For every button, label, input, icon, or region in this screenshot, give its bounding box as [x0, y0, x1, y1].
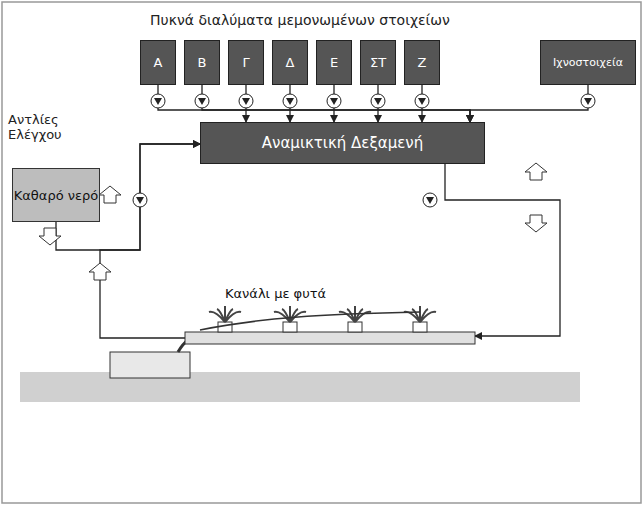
- node-text: Καθαρό νερό: [14, 188, 98, 203]
- pump-symbol: [133, 193, 147, 207]
- solution-tank: Ε: [316, 40, 352, 85]
- node-text: Κανάλι με φυτά: [225, 286, 326, 301]
- solution-tank: ΣΤ: [360, 40, 396, 85]
- plant-channel: Κανάλι με φυτά: [185, 286, 475, 344]
- pump-symbol: [195, 94, 209, 108]
- node-text: Γ: [242, 55, 249, 70]
- water-tank: Καθαρό νερό: [12, 168, 100, 222]
- ground: [20, 372, 580, 402]
- solution-tank: Γ: [228, 40, 264, 85]
- flow-arrows: [39, 163, 547, 280]
- node-text: Β: [198, 55, 207, 70]
- pump-symbol: [423, 193, 437, 207]
- pumps: [133, 94, 595, 207]
- node-text: Αναμικτική Δεξαμενή: [262, 134, 423, 152]
- pipe: [445, 164, 560, 336]
- node-text: Δ: [286, 55, 295, 70]
- pump-symbol: [198, 98, 206, 105]
- pump-symbol: [242, 98, 250, 105]
- pump-symbol: [418, 98, 426, 105]
- pump-symbol: [330, 98, 338, 105]
- solution-tank: Ζ: [404, 40, 440, 85]
- pump-symbol: [283, 94, 297, 108]
- pump-symbol: [286, 98, 294, 105]
- node-text: Α: [154, 55, 163, 70]
- pump-symbol: [374, 98, 382, 105]
- pump-symbol: [584, 98, 592, 105]
- solution-tank: Α: [140, 40, 176, 85]
- pump-symbol: [151, 94, 165, 108]
- solution-tank: Ιχνοστοιχεία: [540, 40, 636, 85]
- node-text: Ζ: [418, 55, 427, 70]
- node-text: ΣΤ: [370, 55, 386, 70]
- pipe: [100, 144, 200, 338]
- pump-symbol: [154, 98, 162, 105]
- node-text: Ε: [330, 55, 338, 70]
- pump-label: Αντλίες Ελέγχου: [8, 112, 98, 142]
- channel: [185, 332, 475, 344]
- feed-hose: [200, 312, 420, 330]
- pump-symbol: [327, 94, 341, 108]
- pump-symbol: [415, 94, 429, 108]
- mixing-tank: Αναμικτική Δεξαμενή: [200, 122, 485, 164]
- sump: [110, 352, 190, 378]
- pump-symbol: [371, 94, 385, 108]
- plants: [209, 306, 436, 332]
- pump-symbol: [239, 94, 253, 108]
- pipe: [470, 85, 588, 122]
- pump-symbol: [581, 94, 595, 108]
- solution-tank: Δ: [272, 40, 308, 85]
- pipe: [202, 85, 470, 122]
- pipe: [158, 85, 470, 122]
- node-text: Ιχνοστοιχεία: [553, 56, 623, 69]
- solution-tank: Β: [184, 40, 220, 85]
- diagram-title: Πυκνά διαλύματα μεμονωμένων στοιχείων: [150, 12, 450, 28]
- pump-symbol: [426, 197, 434, 204]
- pump-symbol: [136, 197, 144, 204]
